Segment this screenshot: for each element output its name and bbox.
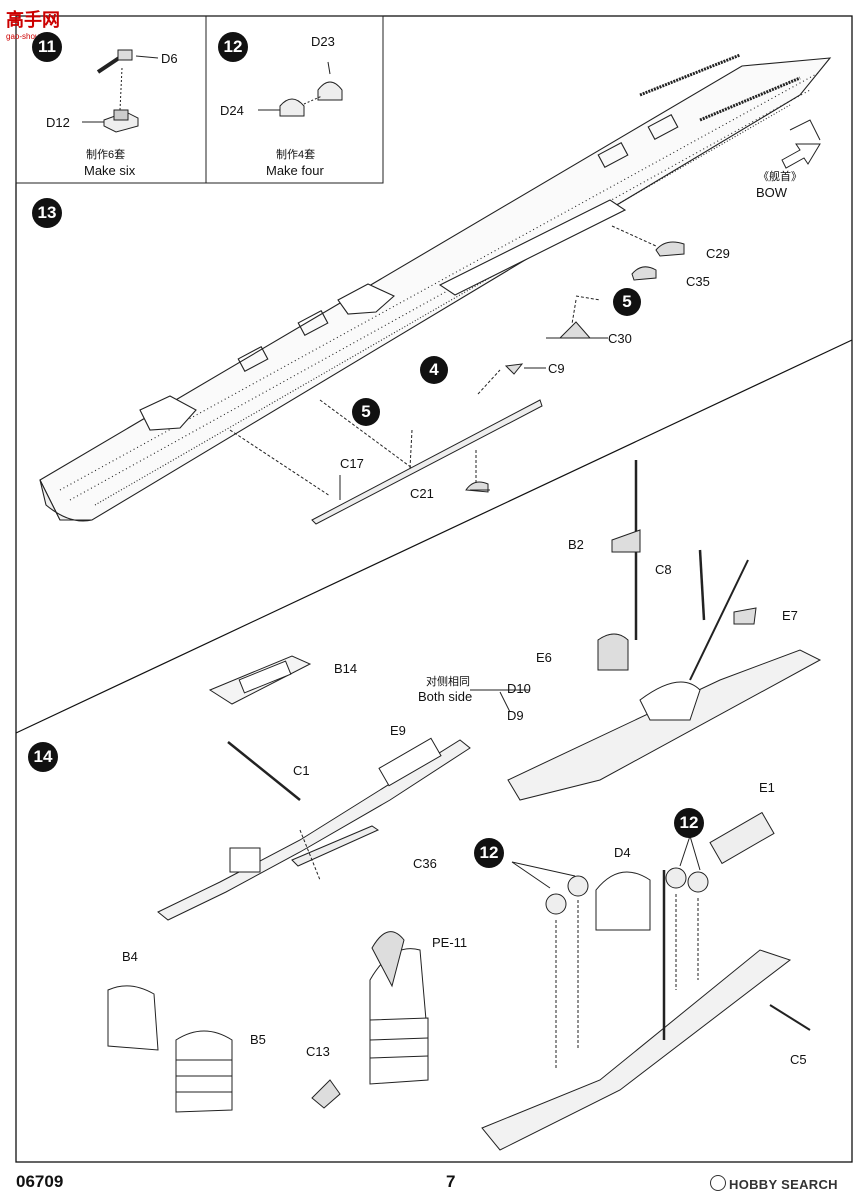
step-13-number: 13 xyxy=(32,198,62,228)
bow-arrow xyxy=(781,143,821,169)
bow-label-cn: 《舰首》 xyxy=(758,171,802,183)
section-divider xyxy=(15,339,853,734)
both-side-cn: 对侧相同 xyxy=(426,676,470,688)
label-c30: C30 xyxy=(608,331,632,346)
label-c36: C36 xyxy=(413,856,437,871)
part-c29-drawing xyxy=(655,241,685,257)
label-d12: D12 xyxy=(46,115,70,130)
ref-step-5-b: 5 xyxy=(352,398,380,426)
label-d24: D24 xyxy=(220,103,244,118)
both-side-en: Both side xyxy=(418,689,473,704)
label-c21: C21 xyxy=(410,486,434,501)
b4-b5-drawing xyxy=(107,985,233,1113)
label-e7: E7 xyxy=(782,608,798,623)
part-c9-drawing xyxy=(504,363,524,375)
page-number: 7 xyxy=(446,1172,456,1191)
label-b14: B14 xyxy=(334,661,358,676)
label-d9: D9 xyxy=(507,708,524,723)
watermark: HOBBY SEARCH xyxy=(710,1175,838,1192)
label-c35: C35 xyxy=(686,274,710,289)
c36-plate xyxy=(291,825,380,867)
part-d12-drawing xyxy=(82,109,139,133)
b14-deck-drawing xyxy=(208,655,312,705)
label-d10: D10 xyxy=(507,681,531,696)
ref-step-12-a: 12 xyxy=(474,838,504,868)
label-c8: C8 xyxy=(655,562,672,577)
part-d23-drawing xyxy=(317,61,343,101)
part-d24-drawing xyxy=(258,98,305,117)
part-d6-drawing xyxy=(96,49,159,74)
lower-assembly-drawing xyxy=(481,811,811,1151)
label-e6: E6 xyxy=(536,650,552,665)
part-c30-drawing xyxy=(558,321,592,339)
label-d6: D6 xyxy=(161,51,178,66)
funnel-pe11-drawing xyxy=(369,931,429,1085)
ref-step-4: 4 xyxy=(420,356,448,384)
label-pe-11: PE-11 xyxy=(432,935,468,950)
product-code: 06709 xyxy=(16,1172,64,1191)
upper-assembly-drawing xyxy=(507,460,822,801)
label-d4: D4 xyxy=(614,845,631,860)
step-12-note-cn: 制作4套 xyxy=(276,149,316,161)
ref-step-5-a: 5 xyxy=(613,288,641,316)
c1-rod xyxy=(227,741,301,801)
part-c35-drawing xyxy=(631,266,657,281)
label-c17: C17 xyxy=(340,456,364,471)
step-11-number: 11 xyxy=(32,32,62,62)
label-d23: D23 xyxy=(311,34,335,49)
hull-drawing xyxy=(39,53,832,522)
step-11-note-cn: 制作6套 xyxy=(86,149,126,161)
label-c5: C5 xyxy=(790,1052,807,1067)
part-c13-drawing xyxy=(311,1079,341,1109)
step-12-note-en: Make four xyxy=(266,163,324,178)
label-b4: B4 xyxy=(122,949,138,964)
step-14-number: 14 xyxy=(28,742,58,772)
page-frame xyxy=(15,15,853,1163)
label-c1: C1 xyxy=(293,763,310,778)
label-e9: E9 xyxy=(390,723,406,738)
site-logo: 高手网 gao-shou.net xyxy=(6,10,60,41)
label-b5: B5 xyxy=(250,1032,266,1047)
label-c13: C13 xyxy=(306,1044,330,1059)
label-c29: C29 xyxy=(706,246,730,261)
step-12-number: 12 xyxy=(218,32,248,62)
label-b2: B2 xyxy=(568,537,584,552)
label-e1: E1 xyxy=(759,780,775,795)
ref-step-12-b: 12 xyxy=(674,808,704,838)
bow-label-en: BOW xyxy=(756,185,788,200)
e9-superstructure-drawing xyxy=(157,737,471,921)
label-c9: C9 xyxy=(548,361,565,376)
step-11-note-en: Make six xyxy=(84,163,136,178)
part-c17-drawing xyxy=(311,399,543,525)
